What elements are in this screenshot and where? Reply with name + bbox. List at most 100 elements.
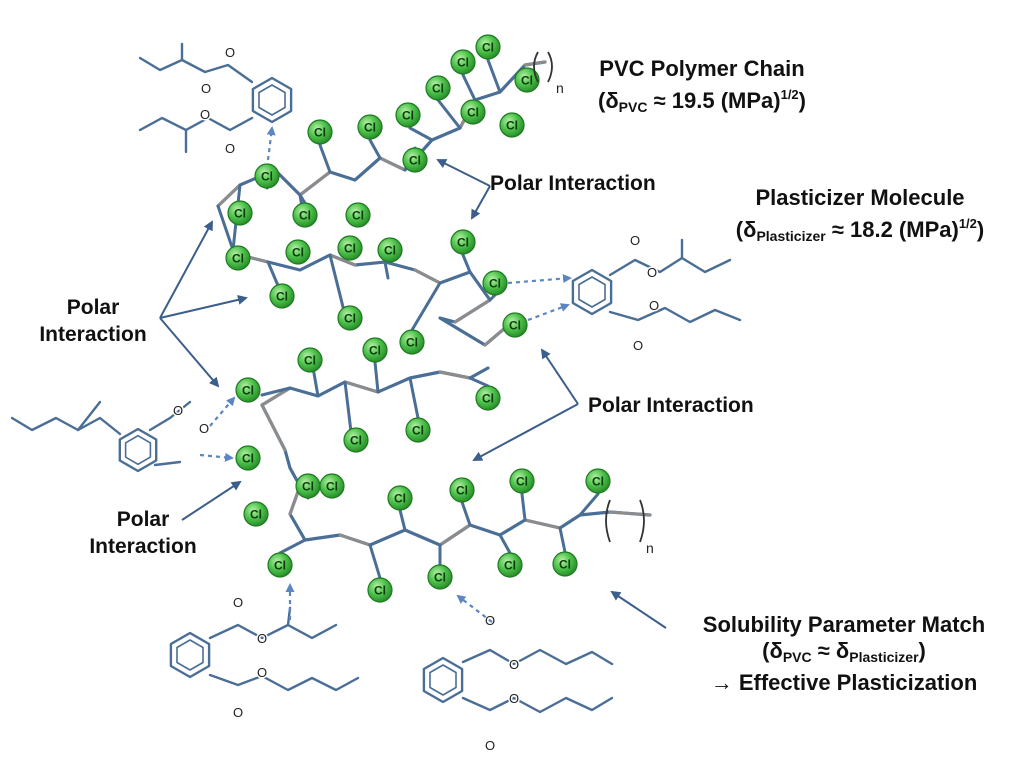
chlorine-label: Cl bbox=[261, 170, 273, 184]
plasticizer-label: Plasticizer Molecule (δPlasticizer ≈ 18.… bbox=[700, 185, 1020, 249]
repeat-bracket-left bbox=[605, 499, 611, 543]
oxygen-atom: O bbox=[233, 595, 243, 610]
pvc-segment bbox=[523, 518, 562, 530]
chlorine-sphere bbox=[499, 112, 525, 138]
chlorine-label: Cl bbox=[374, 584, 386, 598]
carbon-chlorine-bond bbox=[461, 253, 472, 274]
chlorine-label: Cl bbox=[394, 492, 406, 506]
pointer-arrow bbox=[471, 185, 491, 220]
chlorine-label: Cl bbox=[234, 207, 246, 221]
chlorine-sphere bbox=[425, 75, 451, 101]
chlorine-atom: Cl bbox=[319, 473, 345, 499]
chlorine-sphere bbox=[450, 229, 476, 255]
chlorine-label: Cl bbox=[242, 384, 254, 398]
benzene-inner-ring bbox=[124, 434, 152, 466]
carbon-chlorine-bond bbox=[368, 138, 382, 160]
benzene-ring bbox=[169, 631, 211, 679]
carbon-chlorine-bond bbox=[498, 533, 512, 555]
benzene-inner-ring bbox=[578, 276, 606, 308]
chlorine-atom: Cl bbox=[449, 477, 475, 503]
chlorine-sphere bbox=[337, 305, 363, 331]
chlorine-atom: Cl bbox=[552, 551, 578, 577]
chlorine-sphere bbox=[269, 283, 295, 309]
chlorine-atom: Cl bbox=[337, 235, 363, 261]
pvc-segment bbox=[438, 523, 472, 547]
chlorine-sphere bbox=[367, 577, 393, 603]
chlorine-sphere bbox=[235, 445, 261, 471]
oxygen-atom: O bbox=[233, 705, 243, 720]
chlorine-label: Cl bbox=[434, 571, 446, 585]
carbon-chlorine-bond bbox=[488, 293, 497, 302]
benzene-ring bbox=[251, 76, 293, 124]
chlorine-atom: Cl bbox=[502, 312, 528, 338]
carbon-chlorine-bond bbox=[461, 73, 477, 102]
chlorine-atom: Cl bbox=[402, 147, 428, 173]
chlorine-label: Cl bbox=[467, 106, 479, 120]
chlorine-atom: Cl bbox=[295, 473, 321, 499]
chlorine-sphere bbox=[482, 270, 508, 296]
chlorine-sphere bbox=[377, 237, 403, 263]
chlorine-sphere bbox=[552, 551, 578, 577]
carbon-chlorine-bond bbox=[436, 98, 462, 130]
chlorine-atom: Cl bbox=[362, 337, 388, 363]
chlorine-label: Cl bbox=[406, 336, 418, 350]
oxygen-atom: O bbox=[257, 631, 267, 646]
chlorine-label: Cl bbox=[504, 559, 516, 573]
oxygen-atom: O bbox=[173, 403, 183, 418]
chlorine-atom: Cl bbox=[482, 270, 508, 296]
chlorine-label: Cl bbox=[509, 319, 521, 333]
chlorine-atom: Cl bbox=[292, 202, 318, 228]
polar-interaction-bottom-label: Polar Interaction bbox=[89, 508, 197, 558]
chlorine-sphere bbox=[475, 34, 501, 60]
chlorine-sphere bbox=[267, 552, 293, 578]
chlorine-label: Cl bbox=[456, 484, 468, 498]
carbon-chlorine-bond bbox=[520, 492, 527, 522]
chlorine-label: Cl bbox=[592, 475, 604, 489]
chlorine-sphere bbox=[497, 552, 523, 578]
benzene-inner-ring bbox=[176, 639, 204, 671]
pvc-segment bbox=[413, 268, 442, 285]
chlorine-atom: Cl bbox=[427, 564, 453, 590]
chlorine-label: Cl bbox=[304, 354, 316, 368]
chlorine-label: Cl bbox=[457, 56, 469, 70]
carbon-chlorine-bond bbox=[318, 143, 332, 174]
chlorine-sphere bbox=[509, 468, 535, 494]
alkyl-chain bbox=[153, 460, 182, 467]
chlorine-sphere bbox=[343, 427, 369, 453]
chlorine-sphere bbox=[450, 49, 476, 75]
pointer-arrow bbox=[540, 348, 579, 405]
chlorine-label: Cl bbox=[489, 277, 501, 291]
oxygen-atom: O bbox=[201, 81, 211, 96]
chlorine-label: Cl bbox=[274, 559, 286, 573]
pointer-arrow bbox=[472, 403, 579, 461]
chlorine-atom: Cl bbox=[395, 102, 421, 128]
chlorine-label: Cl bbox=[521, 74, 533, 88]
alkyl-chain bbox=[148, 400, 192, 432]
chlorine-sphere bbox=[225, 245, 251, 271]
chlorine-label: Cl bbox=[482, 392, 494, 406]
oxygen-atom: O bbox=[257, 665, 267, 680]
plasticizer-title: Plasticizer Molecule bbox=[755, 185, 965, 210]
benzene-inner-ring bbox=[429, 664, 457, 696]
oxygen-atom: O bbox=[649, 298, 659, 313]
pvc-segment bbox=[483, 326, 507, 347]
benzene-ring bbox=[571, 268, 613, 316]
alkyl-chain bbox=[461, 696, 614, 714]
alkyl-chain bbox=[461, 648, 614, 666]
chlorine-sphere bbox=[243, 501, 269, 527]
chain-end-marks: nn bbox=[533, 51, 654, 556]
chlorine-label: Cl bbox=[412, 424, 424, 438]
label-pointer-arrows bbox=[159, 159, 667, 629]
oxygen-atom: O bbox=[485, 738, 495, 753]
carbon-chlorine-bond bbox=[298, 193, 307, 205]
chlorine-label: Cl bbox=[292, 246, 304, 260]
solubility-line-2: (δPVC ≈ δPlasticizer) bbox=[762, 638, 926, 665]
alkyl-chain bbox=[608, 256, 732, 277]
chlorine-atom: Cl bbox=[235, 445, 261, 471]
carbon-chlorine-bond bbox=[368, 543, 382, 580]
pvc-segment bbox=[438, 370, 472, 380]
alkyl-chain bbox=[138, 56, 254, 84]
carbon-chlorine-bond bbox=[260, 386, 292, 397]
